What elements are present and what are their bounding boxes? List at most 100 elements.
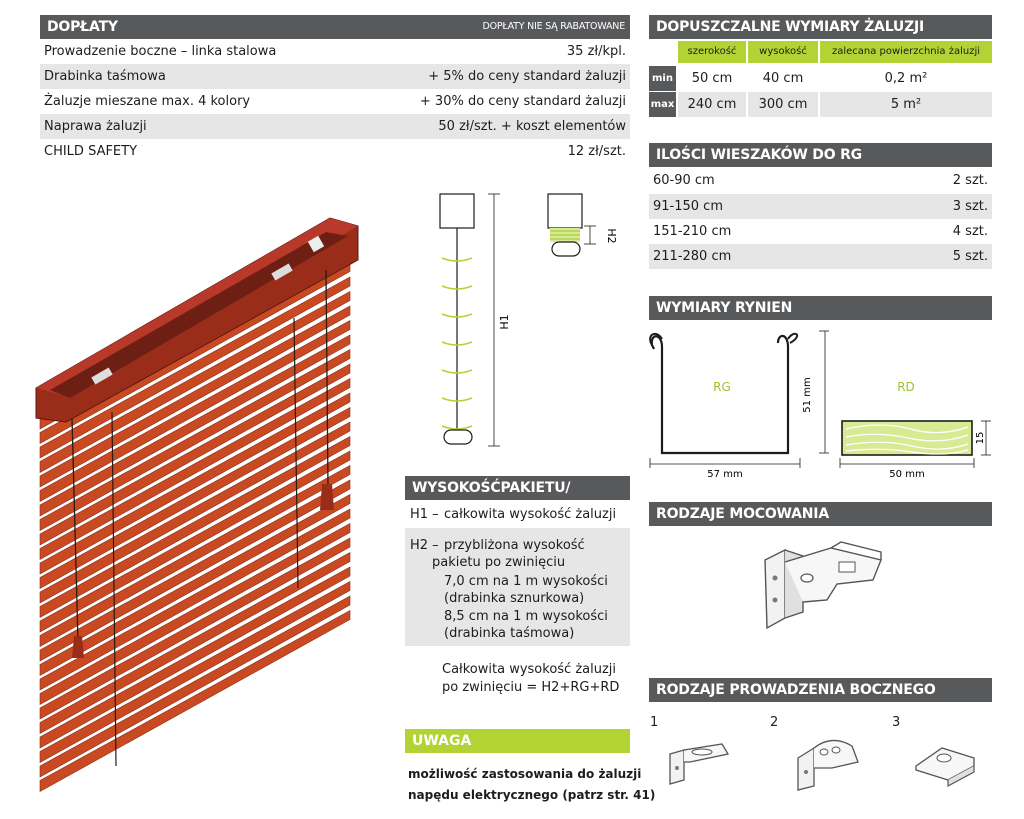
wymiary-min-area: 0,2 m² — [884, 71, 928, 86]
doplaty-row: Drabinka taśmowa + 5% do ceny standard ż… — [40, 64, 630, 89]
blind-slat — [39, 551, 351, 735]
packed-headrail-box — [547, 193, 583, 229]
rynny-header: WYMIARY RYNIEN — [649, 296, 992, 320]
rg-height-label: 51 mm — [802, 377, 813, 412]
wymiary-max-area: 5 m² — [820, 92, 992, 117]
pakiet-h2-line: pakietu po zwinięciu — [432, 555, 566, 570]
doplaty-row-price: + 5% do ceny standard żaluzji — [428, 69, 626, 84]
rg-label: RG — [713, 380, 731, 394]
rg-profile — [650, 334, 790, 455]
wymiary-col-area: zalecana powierzchnia żaluzji — [820, 41, 992, 63]
blind-slats — [39, 247, 351, 793]
h1-label: H1 — [498, 314, 511, 329]
wymiary-col-height: wysokość — [748, 41, 818, 63]
wieszaki-count: 4 szt. — [952, 224, 988, 239]
wieszaki-row: 211-280 cm 5 szt. — [649, 244, 992, 269]
doplaty-row-name: Żaluzje mieszane max. 4 kolory — [44, 94, 251, 109]
side-guide-2-icon — [797, 739, 859, 791]
rynny-diagram: RG 57 mm 51 mm RD 50 mm 15 — [649, 330, 991, 480]
doplaty-row: Prowadzenie boczne – linka stalowa 35 zł… — [40, 39, 630, 64]
wymiary-max-height: 300 cm — [748, 92, 818, 117]
wieszaki-row: 151-210 cm 4 szt. — [649, 219, 992, 244]
rynny-title: WYMIARY RYNIEN — [656, 300, 793, 316]
blind-slat — [39, 319, 351, 503]
guide-number-2: 2 — [770, 715, 779, 730]
blind-slat — [39, 348, 351, 532]
wieszaki-range: 91-150 cm — [653, 199, 723, 214]
diagram-slat — [441, 313, 473, 318]
wieszaki-title: ILOŚCI WIESZAKÓW DO RG — [656, 147, 862, 163]
blind-slat — [39, 435, 351, 619]
blind-slat — [39, 290, 351, 474]
blind-slat — [39, 377, 351, 561]
diagram-slat — [441, 369, 473, 374]
pakiet-title: WYSOKOŚĆPAKIETU/ŻALUZJI — [412, 480, 571, 520]
pakiet-h2-line: 7,0 cm na 1 m wysokości — [444, 574, 608, 589]
bottom-rail — [443, 429, 473, 445]
guide-number-3: 3 — [892, 715, 901, 730]
diagram-slat — [441, 341, 473, 346]
doplaty-row: Żaluzje mieszane max. 4 kolory + 30% do … — [40, 89, 630, 114]
pakiet-h2-block — [405, 528, 630, 646]
blind-slat — [39, 305, 351, 488]
pakiet-header: WYSOKOŚĆPAKIETU/ŻALUZJI — [405, 476, 630, 520]
blind-slat — [39, 537, 351, 720]
diagram-slat — [441, 285, 473, 290]
blind-slat — [39, 334, 351, 517]
mounting-bracket-icon — [764, 541, 882, 630]
blind-slat — [39, 522, 351, 706]
blind-slat — [39, 580, 351, 764]
doplaty-header: DOPŁATY DOPŁATY NIE SĄ RABATOWANE — [40, 15, 630, 39]
blind-slat — [39, 276, 351, 459]
prowadzenia-title: RODZAJE PROWADZENIA BOCZNEGO — [656, 682, 936, 698]
uwaga-title: UWAGA — [412, 733, 472, 749]
blind-slat — [39, 392, 351, 575]
venetian-blind-illustration — [35, 217, 359, 793]
doplaty-row-name: CHILD SAFETY — [44, 144, 138, 159]
doplaty-row-name: Drabinka taśmowa — [44, 69, 166, 84]
doplaty-row-price: 12 zł/szt. — [567, 144, 626, 159]
rd-label: RD — [897, 380, 915, 394]
wieszaki-range: 151-210 cm — [653, 224, 732, 239]
doplaty-row: Naprawa żaluzji 50 zł/szt. + koszt eleme… — [40, 114, 630, 139]
blind-slat — [39, 609, 351, 793]
wieszaki-row: 91-150 cm 3 szt. — [649, 194, 992, 219]
uwaga-line: napędu elektrycznego (patrz str. 41) — [408, 788, 656, 802]
doplaty-note: DOPŁATY NIE SĄ RABATOWANE — [482, 21, 626, 32]
doplaty-row-price: 35 zł/kpl. — [566, 44, 626, 59]
wymiary-col-width: szerokość — [678, 41, 746, 63]
prowadzenia-header: RODZAJE PROWADZENIA BOCZNEGO — [649, 678, 992, 702]
pakiet-h2-line: 8,5 cm na 1 m wysokości — [444, 609, 608, 624]
rg-width-label: 57 mm — [707, 469, 742, 480]
wymiary-min-width: 50 cm — [691, 71, 733, 86]
height-diagram: H1 H2 — [439, 193, 618, 447]
pakiet-h2-line: przybliżona wysokość — [444, 538, 585, 553]
pakiet-h2-line: (drabinka sznurkowa) — [444, 591, 585, 606]
pakiet-h1-text: całkowita wysokość żaluzji — [444, 507, 617, 522]
diagram-slat — [441, 425, 473, 430]
doplaty-title: DOPŁATY — [47, 19, 118, 35]
wieszaki-range: 211-280 cm — [653, 249, 732, 264]
blind-slat — [39, 450, 351, 633]
wieszaki-count: 3 szt. — [952, 199, 988, 214]
h2-label: H2 — [605, 228, 618, 243]
diagram-slat — [441, 257, 473, 262]
side-guide-1-icon — [669, 743, 730, 785]
blind-slat — [39, 421, 351, 604]
blind-slat — [39, 363, 351, 546]
wymiary-row-min-label: min — [649, 66, 676, 91]
doplaty-row-price: + 30% do ceny standard żaluzji — [419, 94, 626, 109]
blind-slat — [39, 566, 351, 749]
wieszaki-range: 60-90 cm — [653, 173, 715, 188]
wieszaki-count: 5 szt. — [952, 249, 988, 264]
mocowania-header: RODZAJE MOCOWANIA — [649, 502, 992, 526]
doplaty-row-price: 50 zł/szt. + koszt elementów — [438, 119, 626, 134]
headrail-box — [439, 193, 475, 229]
doplaty-row: CHILD SAFETY 12 zł/szt. — [40, 139, 630, 164]
wymiary-row-max-label: max — [649, 92, 676, 117]
pakiet-total-line: po zwinięciu = H2+RG+RD — [442, 680, 620, 695]
blind-slat — [39, 508, 351, 691]
pakiet-h2-label: H2 – — [410, 538, 439, 553]
blind-slat — [39, 464, 351, 648]
doplaty-row-name: Naprawa żaluzji — [44, 119, 147, 134]
